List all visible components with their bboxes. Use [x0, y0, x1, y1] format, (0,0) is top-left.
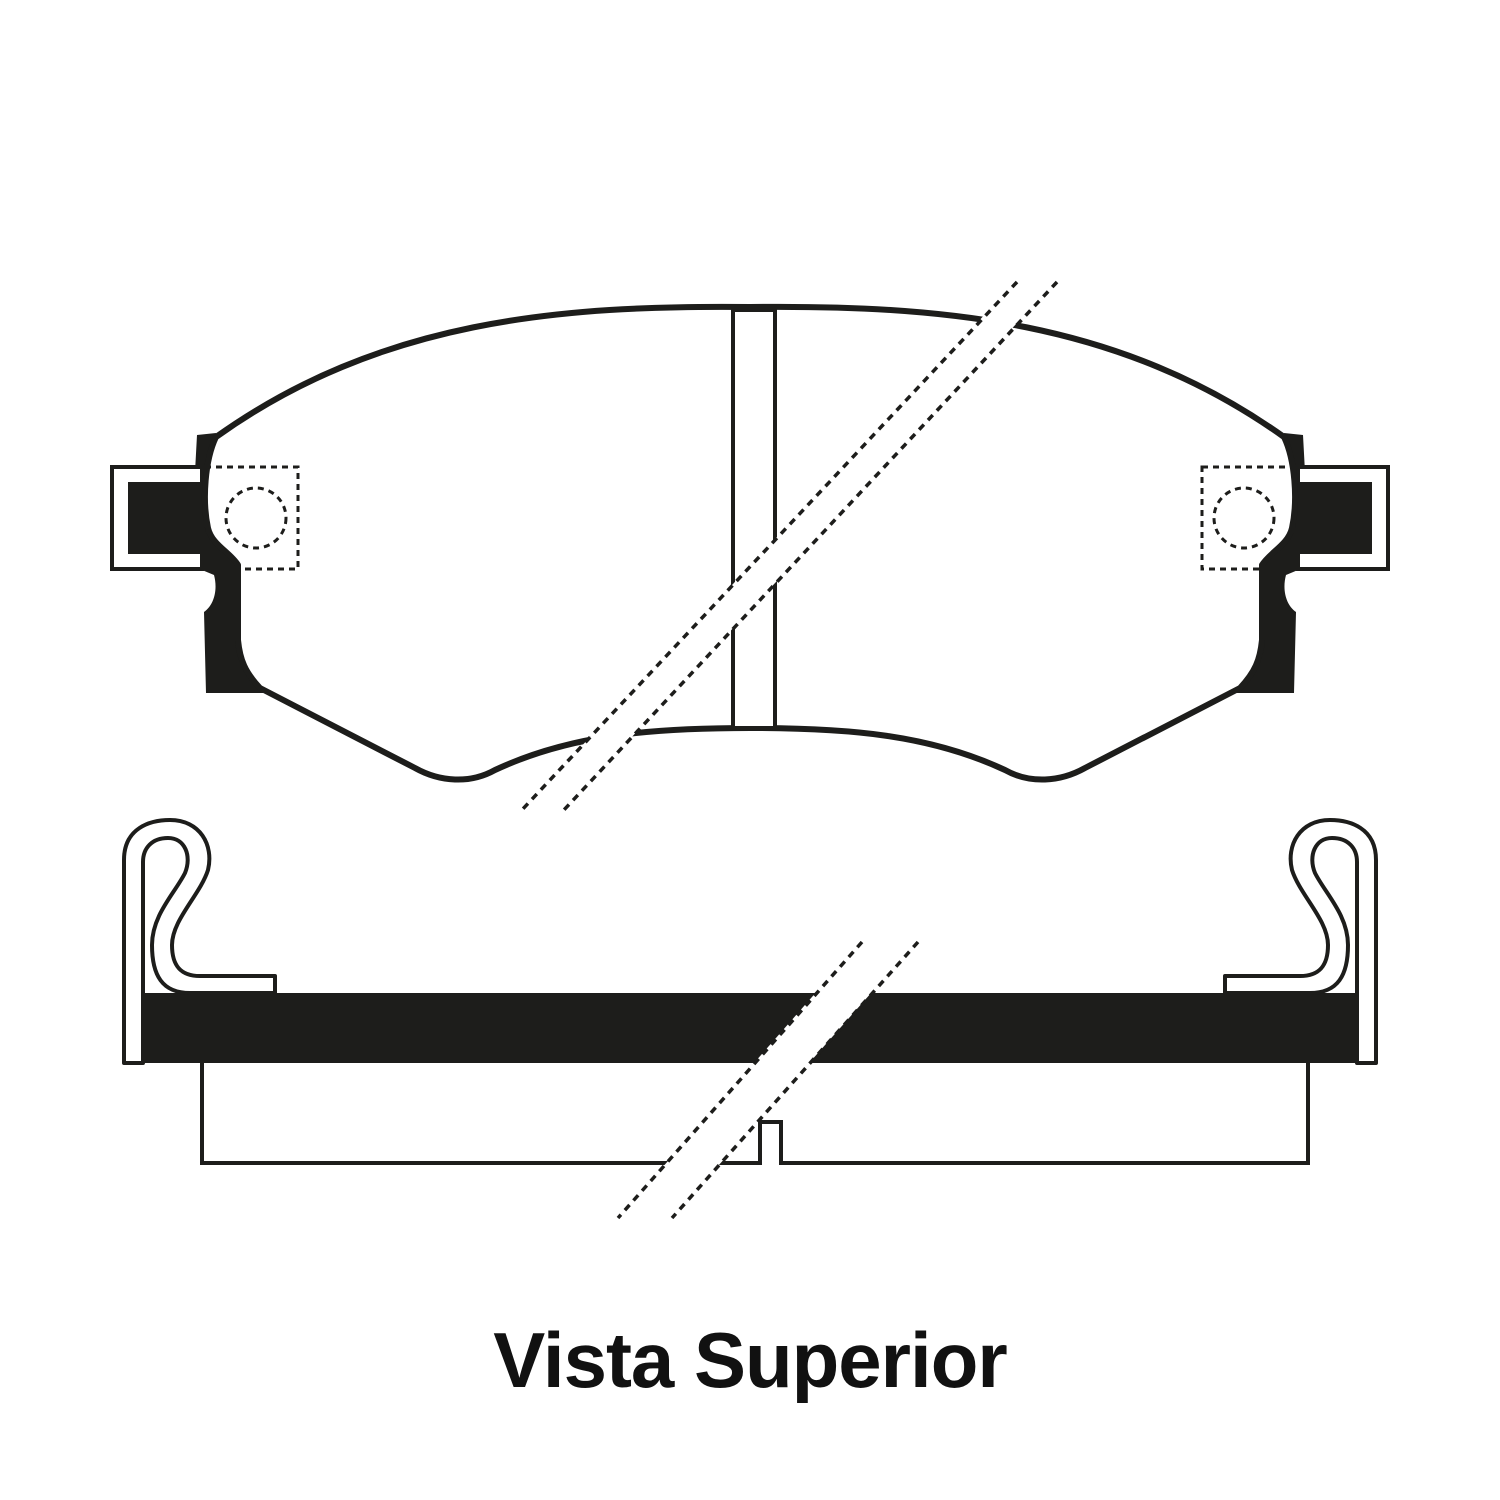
- right-spring-clip: [1223, 818, 1378, 1065]
- front-view-break-line-right: [560, 280, 1059, 814]
- pad-top-view: [122, 818, 1378, 1220]
- top-view-backing-plate: [142, 993, 1356, 1063]
- top-view-break-gap: [618, 940, 918, 1218]
- left-pin-hidden-box: [203, 465, 300, 571]
- right-pin-hidden-hole: [1212, 486, 1276, 550]
- front-view-break-gap: [520, 280, 1057, 812]
- top-view-break-line-left: [616, 940, 864, 1220]
- right-clip-tab-fill: [1298, 482, 1372, 554]
- left-clip-tab-fill: [128, 482, 202, 554]
- left-spring-clip: [122, 818, 277, 1065]
- view-caption: Vista Superior: [493, 1316, 1007, 1404]
- right-pin-hidden-box: [1200, 465, 1297, 571]
- center-slot: [731, 308, 777, 730]
- top-view-break-line-right: [670, 940, 920, 1220]
- left-pin-hidden-hole: [224, 486, 288, 550]
- pad-front-view: [110, 280, 1390, 814]
- front-view-break-line-left: [518, 280, 1019, 814]
